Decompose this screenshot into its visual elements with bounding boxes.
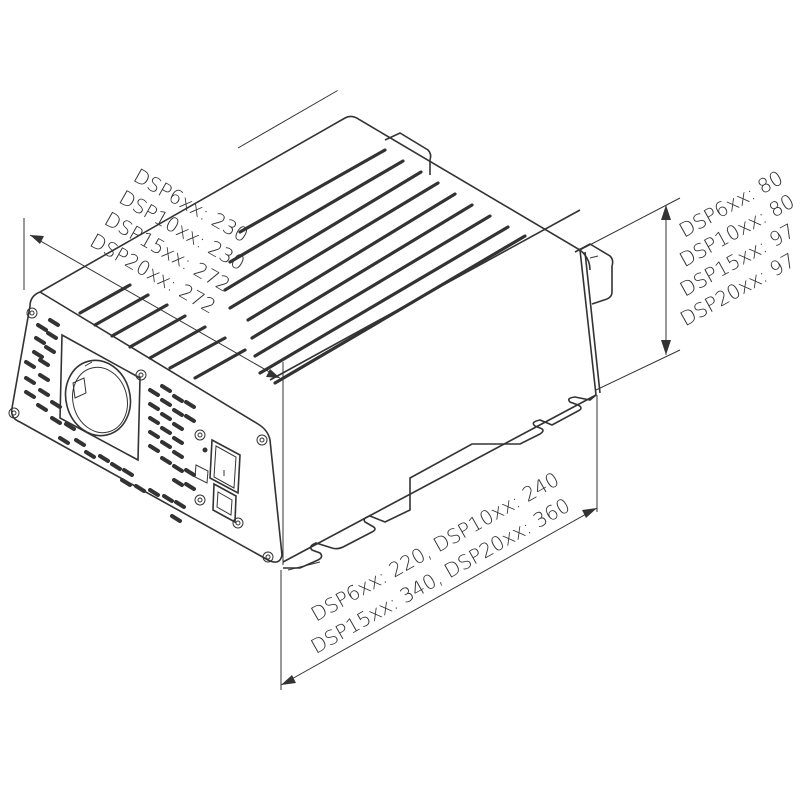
width-label-line2: DSP15xx: 340, DSP20xx: 360 bbox=[307, 493, 575, 659]
front-panel bbox=[8, 291, 283, 563]
panel-screws bbox=[8, 307, 274, 563]
inverter-housing bbox=[39, 115, 614, 571]
status-led bbox=[202, 447, 208, 453]
rj45-remote-port bbox=[212, 482, 237, 524]
dimension-length: DSP6xx: 230 DSP10xx: 230 DSP15xx: 272 DS… bbox=[23, 90, 338, 395]
vent-slots bbox=[24, 318, 196, 523]
power-rocker-switch bbox=[209, 438, 241, 495]
dimension-height: DSP6xx: 80 DSP10xx: 80 DSP15xx: 97 DSP20… bbox=[579, 166, 799, 391]
cooling-fins bbox=[78, 148, 527, 385]
dimension-width: DSP6xx: 220, DSP10xx: 240 DSP15xx: 340, … bbox=[280, 395, 598, 690]
ac-outlet-socket bbox=[59, 333, 141, 462]
mounting-flange bbox=[283, 394, 597, 569]
indicator-window bbox=[194, 464, 209, 484]
